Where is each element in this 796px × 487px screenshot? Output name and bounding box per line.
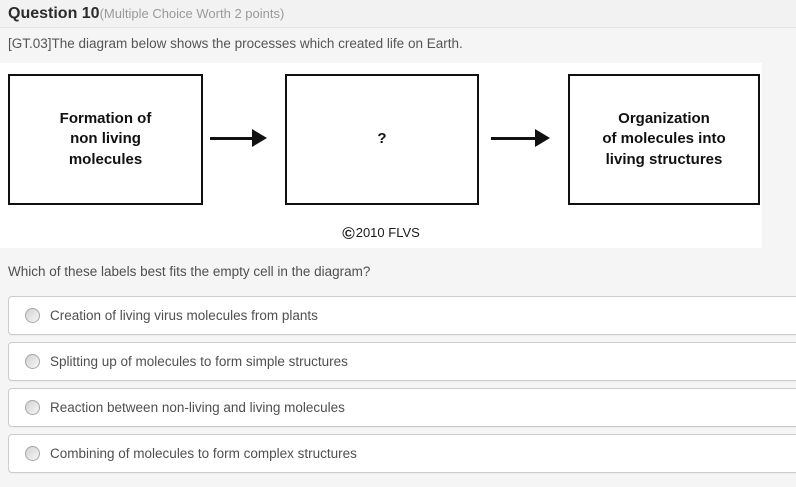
answer-option[interactable]: Creation of living virus molecules from … bbox=[8, 296, 796, 335]
radio-button[interactable] bbox=[25, 354, 40, 369]
arrow-right-icon bbox=[491, 128, 550, 148]
diagram-box-formation: Formation of non living molecules bbox=[8, 74, 203, 205]
question-header: Question 10(Multiple Choice Worth 2 poin… bbox=[0, 0, 796, 28]
answer-option[interactable]: Splitting up of molecules to form simple… bbox=[8, 342, 796, 381]
arrow-right-icon bbox=[210, 128, 267, 148]
answer-option-label: Reaction between non-living and living m… bbox=[50, 400, 345, 415]
diagram-box-unknown: ? bbox=[285, 74, 479, 205]
arrow-head bbox=[252, 129, 267, 147]
arrow-shaft bbox=[491, 136, 535, 140]
diagram-image: Formation of non living molecules ? Orga… bbox=[0, 63, 762, 248]
diagram-box-organization: Organization of molecules into living st… bbox=[568, 74, 760, 205]
question-title: Question 10 bbox=[8, 5, 100, 22]
answer-options: Creation of living virus molecules from … bbox=[8, 296, 796, 473]
quiz-question-page: Question 10(Multiple Choice Worth 2 poin… bbox=[0, 0, 796, 473]
question-text: Which of these labels best fits the empt… bbox=[8, 264, 371, 279]
copyright-icon: © bbox=[342, 224, 355, 243]
radio-button[interactable] bbox=[25, 446, 40, 461]
answer-option-label: Splitting up of molecules to form simple… bbox=[50, 354, 348, 369]
radio-button[interactable] bbox=[25, 308, 40, 323]
question-intro: [GT.03]The diagram below shows the proce… bbox=[8, 36, 463, 51]
arrow-shaft bbox=[210, 136, 252, 140]
radio-button[interactable] bbox=[25, 400, 40, 415]
answer-option-label: Combining of molecules to form complex s… bbox=[50, 446, 357, 461]
answer-option-label: Creation of living virus molecules from … bbox=[50, 308, 318, 323]
copyright-notice: ©2010 FLVS bbox=[0, 224, 762, 244]
answer-option[interactable]: Reaction between non-living and living m… bbox=[8, 388, 796, 427]
question-meta: (Multiple Choice Worth 2 points) bbox=[99, 6, 285, 21]
copyright-text: 2010 FLVS bbox=[355, 225, 420, 240]
answer-option[interactable]: Combining of molecules to form complex s… bbox=[8, 434, 796, 473]
arrow-head bbox=[535, 129, 550, 147]
